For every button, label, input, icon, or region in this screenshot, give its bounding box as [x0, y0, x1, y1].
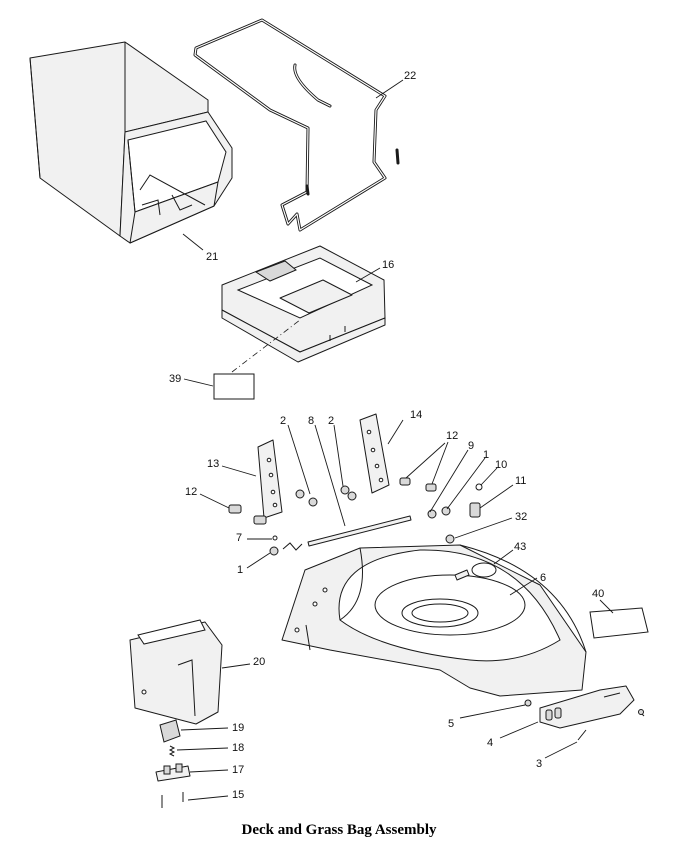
callout-18: 18: [232, 742, 244, 754]
callout-1-right: 1: [483, 449, 489, 461]
callout-11: 11: [515, 475, 526, 487]
discharge-chute-part: [129, 619, 223, 725]
bracket-right-part: [359, 413, 390, 494]
axle-rod-part: [307, 515, 412, 547]
leader-lines: [176, 79, 614, 801]
callout-43: 43: [514, 541, 526, 553]
spring-18-part: [168, 745, 176, 757]
callout-20: 20: [253, 656, 265, 668]
latch-19-part: [159, 719, 181, 743]
callout-10: 10: [495, 459, 507, 471]
hardware-small-parts: [228, 477, 483, 556]
nut-5-part: [524, 699, 532, 707]
grass-bag-part: [29, 41, 233, 244]
callout-32: 32: [515, 511, 527, 523]
callout-40: 40: [592, 588, 604, 600]
rear-door-part: [221, 245, 386, 363]
callout-7: 7: [236, 532, 242, 544]
bracket-left-part: [257, 439, 283, 519]
callout-15: 15: [232, 789, 244, 801]
plug-43-part: [471, 562, 497, 578]
callout-19: 19: [232, 722, 244, 734]
diagram-caption: Deck and Grass Bag Assembly: [241, 822, 437, 838]
screw-15-part: [161, 792, 184, 808]
mower-deck-part: [281, 544, 587, 697]
callout-12-right: 12: [446, 430, 458, 442]
callout-4: 4: [487, 737, 493, 749]
label-40-decal: [589, 607, 649, 639]
callout-5: 5: [448, 718, 454, 730]
callout-2-left: 2: [280, 415, 286, 427]
bag-frame-part: [193, 18, 400, 232]
callout-39: 39: [169, 373, 181, 385]
hinge-17-part: [155, 763, 191, 782]
callout-22: 22: [404, 70, 416, 82]
callout-6: 6: [540, 572, 546, 584]
callout-17: 17: [232, 764, 244, 776]
callout-16: 16: [382, 259, 394, 271]
callout-9: 9: [468, 440, 474, 452]
callout-1-left: 1: [237, 564, 243, 576]
callout-3: 3: [536, 758, 542, 770]
callout-numbers: 21 22 16 39 2 8 2 14 13 12 9 1 10 11 12 …: [169, 70, 604, 801]
callout-12-left: 12: [185, 486, 197, 498]
callout-2-right: 2: [328, 415, 334, 427]
callout-13: 13: [207, 458, 219, 470]
label-39-decal: [213, 373, 255, 400]
callout-8: 8: [308, 415, 314, 427]
rear-handle-part: [539, 685, 635, 729]
callout-21: 21: [206, 251, 218, 263]
callout-14: 14: [410, 409, 422, 421]
